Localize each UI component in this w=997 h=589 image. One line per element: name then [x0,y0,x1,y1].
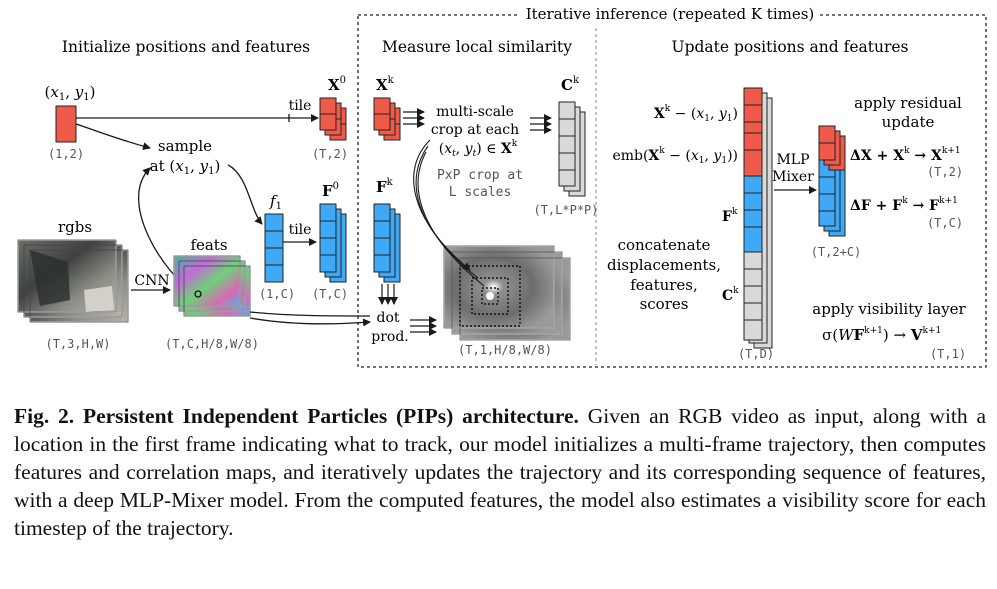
Xk-label: Xk [376,75,395,94]
F0-stack [319,203,347,283]
f1-dim: (1,C) [259,287,295,301]
row-label-2: emb(Xk − (x1, y1)) [612,146,738,166]
residual-text-1: apply residual [854,94,962,112]
pxp-text-2: L scales [449,185,512,200]
F0-label: F0 [322,181,339,200]
init-title: Initialize positions and features [62,38,310,56]
rgbs-label: rgbs [58,218,92,236]
concat-text-2: displacements, [607,256,721,274]
row-label-4: Ck [722,286,739,304]
F0-dim: (T,C) [312,287,348,301]
tile-label-1: tile [289,98,312,114]
eq-v-dim: (T,1) [930,347,966,361]
residual-text-2: update [882,113,935,131]
X0-stack [319,97,347,141]
concat-text-4: scores [640,295,689,313]
Ck-dim: (T,L*P*P) [533,203,598,217]
eq-f-dim: (T,C) [927,216,963,230]
output-stack [818,125,846,237]
X0-dim: (T,2) [312,147,348,161]
pxp-text-1: PxP crop at [437,168,523,183]
concat-text-1: concatenate [618,236,711,254]
feats-label: feats [190,236,227,254]
stack-dim: (T,D) [738,347,774,361]
Fk-label: Fk [376,177,394,196]
update-title: Update positions and features [672,38,909,56]
measure-title: Measure local similarity [382,38,572,56]
feats-dim: (T,C,H/8,W/8) [165,337,259,351]
tile-label-2: tile [289,222,312,238]
Ck-label: Ck [561,75,580,94]
crop-text-1: multi-scale [436,104,514,120]
eq-x-dim: (T,2) [927,165,963,179]
concat-text-3: features, [630,276,698,294]
corr-dim: (T,1,H/8,W/8) [458,343,552,357]
row-label-3: Fk [722,207,738,225]
feats-frames [173,255,251,317]
pips-architecture-diagram: Iterative inference (repeated K times) I… [17,5,987,368]
point-box [55,105,77,143]
dot-text-1: dot [376,310,399,326]
out-dim: (T,2+C) [811,245,862,259]
iterative-title: Iterative inference (repeated K times) [526,5,815,23]
figure-caption: Fig. 2. Persistent Independent Particles… [14,402,986,542]
point-dim: (1,2) [48,147,84,161]
crop-text-3: (xt, yt) ∈ Xk [439,139,518,159]
concat-stack [743,87,773,349]
measure-section: Xk multi-scale crop at each (xt, yt) ∈ X… [371,75,598,357]
caption-bold: Fig. 2. Persistent Independent Particles… [14,404,579,428]
Fk-stack [373,203,401,283]
iterative-panel: Iterative inference (repeated K times) [357,5,987,368]
update-section: Xk − (x1, y1) emb(Xk − (x1, y1)) Fk Ck c… [607,87,967,361]
dot-text-2: prod. [371,329,409,345]
rgbs-frames [17,239,129,323]
f1-box [264,213,284,283]
mlp-text-1: MLP [776,152,809,168]
Ck-stack [558,101,586,197]
cnn-label: CNN [134,273,169,289]
sample-label-2: at (x1, y1) [150,157,221,177]
init-section: (x1, y1) (1,2) tile X0 (T,2) sample at (… [17,75,371,351]
Xk-stack [373,97,401,141]
eq-v: σ(WFk+1) → Vk+1 [822,326,941,344]
crop-text-2: crop at each [431,122,519,138]
caption-text: Given an RGB video as input, along with … [14,404,986,540]
eq-f: ΔF + Fk → Fk+1 [850,196,958,214]
rgbs-dim: (T,3,H,W) [45,337,110,351]
mlp-text-2: Mixer [772,169,814,185]
eq-x: ΔX + Xk → Xk+1 [850,146,961,164]
row-label-1: Xk − (x1, y1) [654,104,738,124]
sample-label-1: sample [158,137,212,155]
correlation-maps [443,245,571,341]
vis-title: apply visibility layer [812,300,966,318]
f1-label: f1 [269,192,282,212]
X0-label: X0 [328,75,346,94]
point-label: (x1, y1) [45,83,96,103]
